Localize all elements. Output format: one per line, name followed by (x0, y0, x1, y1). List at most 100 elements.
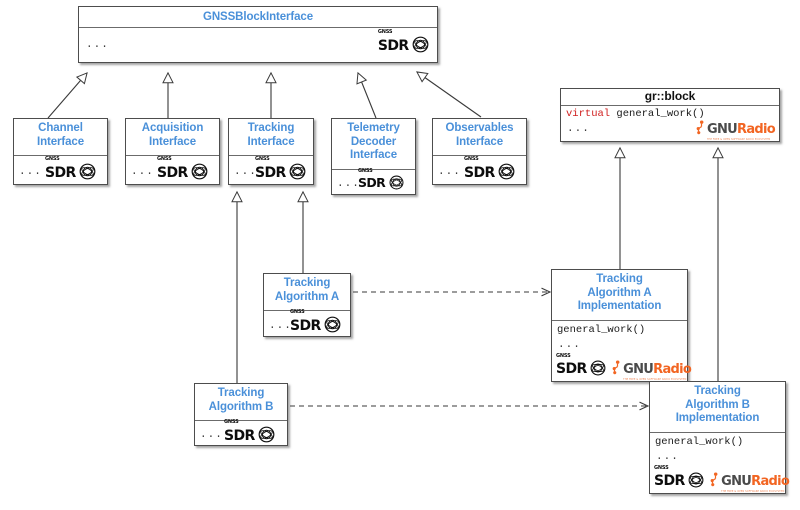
class-body-observables-interface: ... GNSS SDR (433, 156, 526, 185)
gnuradio-logo-tagline: THE FREE & OPEN SOFTWARE RADIO ECOSYSTEM (623, 377, 687, 381)
gnuradio-molecule-icon (710, 472, 718, 487)
class-body-tracking-algorithm-a-implementation: general_work() ... GNSS SDR (552, 321, 692, 382)
class-name-line-2: Algorithm A (274, 290, 340, 303)
impl-b-logos: GNSS SDR GNURadio (654, 466, 790, 493)
gnuradio-logo: GNURadio THE FREE & OPEN SOFTWARE RADIO … (696, 120, 776, 141)
class-name-line-1: Channel (38, 122, 83, 134)
signature-general-work: general_work() (616, 108, 705, 120)
gnss-sdr-orbit-icon (79, 163, 96, 180)
class-name-line-1: Tracking (283, 277, 331, 289)
gr-block-member-general-work: virtual general_work() (566, 108, 774, 121)
class-box-tracking-algorithm-a[interactable]: Tracking Algorithm A ... GNSS SDR (263, 273, 351, 337)
gnss-sdr-logo-sdr-text: SDR (290, 318, 321, 334)
gnss-sdr-logo-sdr-text: SDR (224, 428, 255, 444)
gnuradio-logo-tagline: THE FREE & OPEN SOFTWARE RADIO ECOSYSTEM (707, 137, 771, 141)
class-box-observables-interface[interactable]: Observables Interface ... GNSS SDR (432, 118, 527, 185)
class-name-gr-block: gr::block (561, 89, 779, 106)
gnss-sdr-orbit-icon (688, 472, 704, 488)
edge-telemetry-to-gnssblockinterface (356, 71, 377, 119)
class-box-channel-interface[interactable]: Channel Interface ... GNSS SDR (13, 118, 108, 185)
gnss-sdr-logo: GNSS SDR (358, 169, 404, 191)
class-body-tracking-algorithm-b: ... GNSS SDR (195, 420, 287, 446)
gnuradio-molecule-icon (612, 360, 620, 375)
gnss-sdr-logo: GNSS SDR (290, 310, 341, 334)
gnuradio-logo-tagline: THE FREE & OPEN SOFTWARE RADIO ECOSYSTEM (721, 489, 785, 493)
class-name-line-1: Acquisition (141, 122, 204, 134)
gnss-sdr-orbit-icon (324, 316, 341, 333)
gnuradio-molecule-icon (696, 120, 704, 135)
class-name-observables-interface: Observables Interface (433, 119, 526, 156)
class-name-line-2: Algorithm A (587, 286, 652, 299)
members-ellipsis: ... (19, 166, 42, 178)
gnss-sdr-logo-gnss-text: GNSS (224, 419, 239, 425)
gnss-sdr-orbit-icon (412, 36, 429, 53)
gnuradio-logo-radio-text: Radio (653, 362, 692, 377)
gnuradio-logo-radio-text: Radio (737, 122, 776, 137)
gnss-sdr-logo-gnss-text: GNSS (464, 156, 479, 162)
gnss-sdr-logo-sdr-text: SDR (255, 165, 286, 181)
gnss-sdr-logo: GNSS SDR (255, 157, 306, 181)
member-general-work: general_work() (557, 324, 646, 336)
class-box-tracking-interface[interactable]: Tracking Interface ... GNSS SDR (228, 118, 314, 185)
class-box-gr-block[interactable]: gr::block virtual general_work() ... GNU… (560, 88, 780, 142)
class-name-line-2: Interface (36, 135, 85, 148)
gnss-sdr-logo-gnss-text: GNSS (45, 156, 60, 162)
class-name-line-1: Telemetry (347, 122, 400, 134)
gnss-sdr-logo-sdr-text: SDR (45, 165, 76, 181)
gnss-sdr-orbit-icon (498, 163, 515, 180)
gnss-sdr-logo: GNSS SDR (464, 157, 515, 181)
members-ellipsis: ... (234, 166, 257, 178)
class-name-line-2: Decoder (350, 135, 397, 148)
gnss-sdr-logo: GNSS SDR (157, 157, 208, 181)
class-box-tracking-algorithm-a-implementation[interactable]: Tracking Algorithm A Implementation gene… (551, 269, 692, 382)
gnss-sdr-logo-gnss-text: GNSS (556, 353, 571, 359)
class-name-line-1: Tracking (247, 122, 295, 134)
class-body-tracking-interface: ... GNSS SDR (229, 156, 313, 185)
members-ellipsis: ... (438, 166, 461, 178)
class-box-gnss-block-interface[interactable]: GNSSBlockInterface ... GNSS SDR (78, 6, 438, 63)
class-name-line-1: Tracking (217, 387, 265, 399)
gnss-sdr-logo-sdr-text: SDR (556, 361, 587, 377)
members-ellipsis: ... (200, 429, 223, 441)
class-name-line-2: Interface (247, 135, 295, 148)
gnss-sdr-orbit-icon (389, 175, 404, 190)
gnss-sdr-logo: GNSS SDR (224, 420, 275, 444)
class-box-tracking-algorithm-b[interactable]: Tracking Algorithm B ... GNSS SDR (194, 383, 288, 446)
class-name-line-2: Algorithm B (685, 398, 750, 411)
gnss-sdr-logo-gnss-text: GNSS (654, 465, 669, 471)
class-box-tracking-algorithm-b-implementation[interactable]: Tracking Algorithm B Implementation gene… (649, 381, 790, 494)
gnss-sdr-logo-gnss-text: GNSS (290, 309, 305, 315)
class-name-gnss-block-interface: GNSSBlockInterface (79, 7, 437, 28)
class-name-line-1: Tracking (694, 385, 741, 397)
edge-channel-to-gnssblockinterface (47, 72, 88, 119)
gnss-sdr-orbit-icon (590, 360, 606, 376)
class-body-channel-interface: ... GNSS SDR (14, 156, 107, 185)
class-name-telemetry-decoder-interface: Telemetry Decoder Interface (332, 119, 415, 170)
class-name-line-2: Interface (148, 135, 197, 148)
gnss-sdr-logo: GNSS SDR (654, 466, 704, 489)
class-box-telemetry-decoder-interface[interactable]: Telemetry Decoder Interface ... GNSS SDR (331, 118, 416, 195)
class-name-tracking-algorithm-b: Tracking Algorithm B (195, 384, 287, 421)
member-general-work: general_work() (655, 436, 744, 448)
class-body-gr-block: virtual general_work() ... GNURadio THE … (561, 106, 779, 142)
class-name-channel-interface: Channel Interface (14, 119, 107, 156)
class-name-line-3: Implementation (675, 412, 760, 424)
class-name-acquisition-interface: Acquisition Interface (126, 119, 219, 156)
gnss-sdr-logo: GNSS SDR (556, 354, 606, 377)
class-name-tracking-interface: Tracking Interface (229, 119, 313, 156)
class-body-tracking-algorithm-b-implementation: general_work() ... GNSS SDR (650, 433, 790, 494)
gnss-sdr-orbit-icon (258, 426, 275, 443)
gnss-sdr-logo-gnss-text: GNSS (377, 29, 393, 35)
class-name-tracking-algorithm-a: Tracking Algorithm A (264, 274, 350, 311)
class-body-tracking-algorithm-a: ... GNSS SDR (264, 310, 350, 337)
gnuradio-logo-radio-text: Radio (751, 474, 790, 489)
class-body-telemetry-decoder-interface: ... GNSS SDR (332, 169, 415, 195)
members-ellipsis: ... (269, 320, 292, 332)
members-ellipsis: ... (86, 39, 109, 51)
gnuradio-logo-gnu-text: GNU (707, 122, 738, 137)
gnss-sdr-logo: GNSS SDR (45, 157, 96, 181)
class-box-acquisition-interface[interactable]: Acquisition Interface ... GNSS SDR (125, 118, 220, 185)
impl-a-logos: GNSS SDR GNURadio (556, 354, 692, 381)
gnss-sdr-logo-sdr-text: SDR (377, 38, 409, 54)
